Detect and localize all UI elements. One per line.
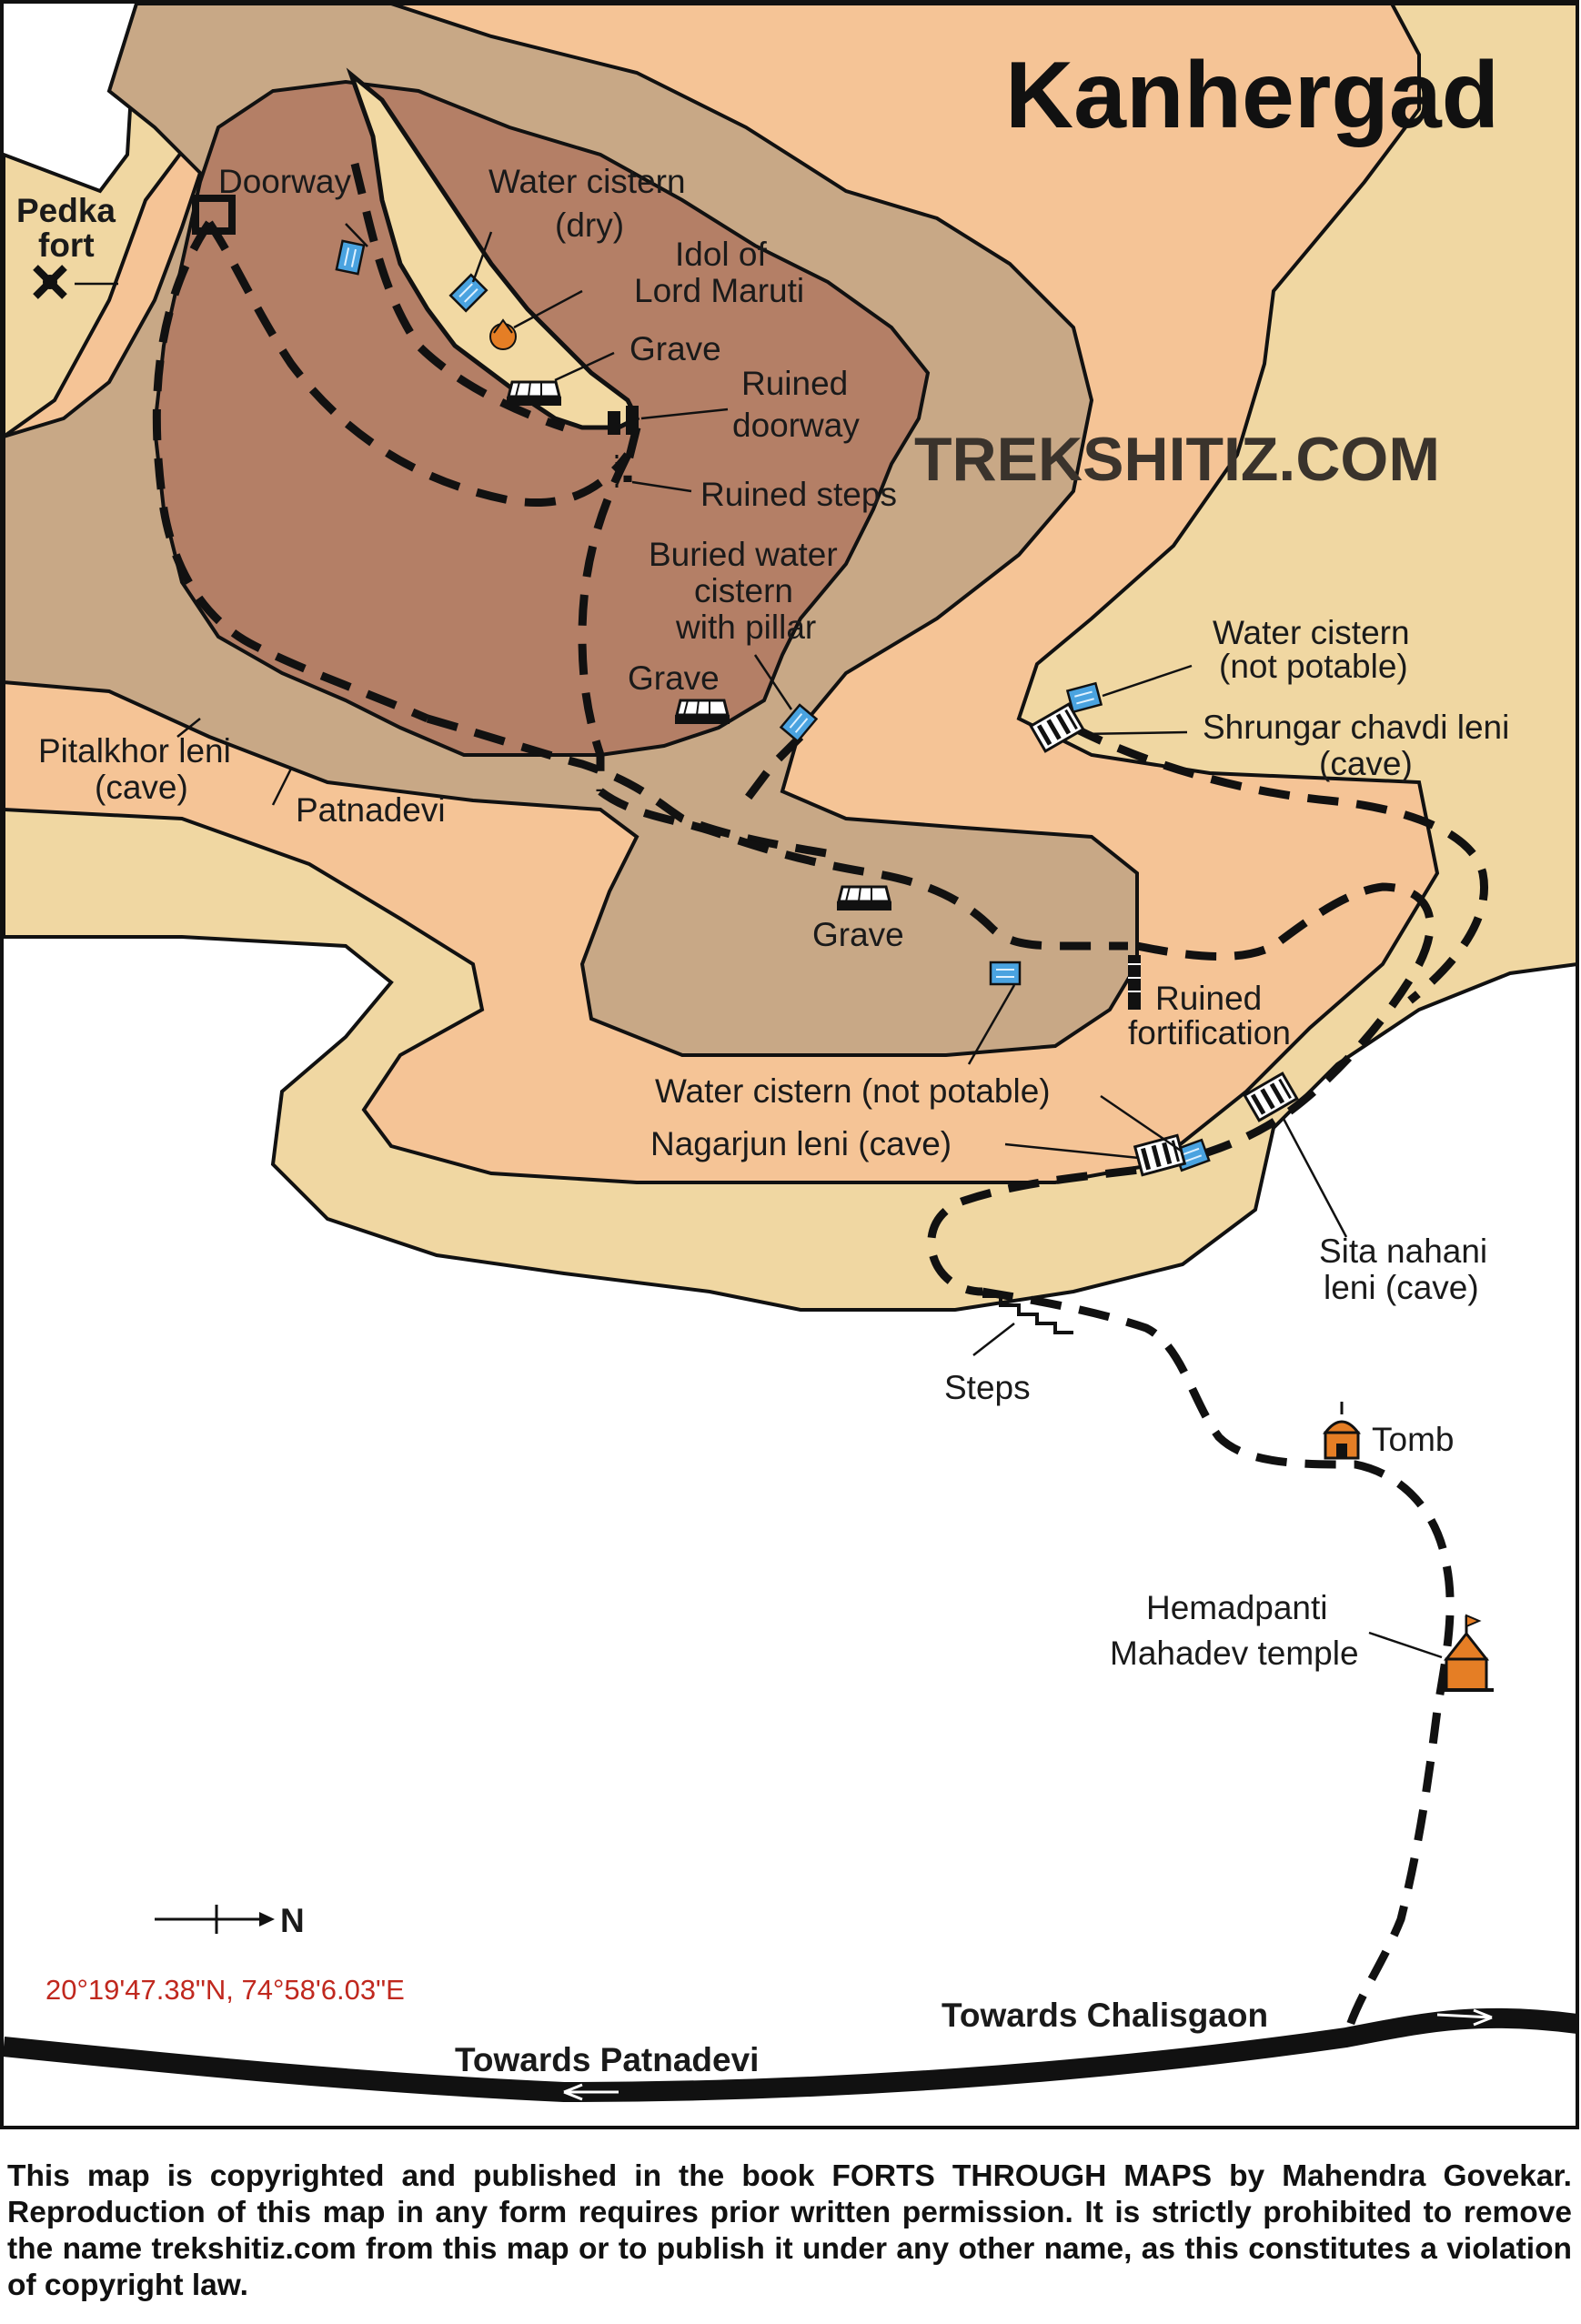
north-label: N xyxy=(280,1902,305,1939)
label-idol: Idol of xyxy=(675,236,768,273)
road-arrow-icon xyxy=(563,2083,619,2101)
road xyxy=(2,2007,1579,2103)
temple-icon xyxy=(1439,1614,1494,1692)
ruined-fortification-icon xyxy=(1128,955,1141,1010)
grave-icon xyxy=(835,885,893,912)
pedka-fort-icon xyxy=(33,265,67,299)
label-ruined-fortification: Ruined xyxy=(1155,980,1262,1017)
watermark: TREKSHITIZ.COM xyxy=(914,425,1440,494)
cistern-icon xyxy=(989,961,1022,986)
label-towards-chalisgaon: Towards Chalisgaon xyxy=(942,1997,1268,2034)
leader-lines xyxy=(75,223,1443,1659)
label-buried-cistern: cistern xyxy=(694,572,793,609)
coordinates: 20°19'47.38"N, 74°58'6.03"E xyxy=(45,1974,405,2006)
label-shrungar-chavdi: (cave) xyxy=(1319,745,1413,782)
label-water-cistern-low: Water cistern (not potable) xyxy=(655,1072,1051,1110)
label-water-cistern-not-potable: (not potable) xyxy=(1219,648,1408,685)
label-pitalkhor: (cave) xyxy=(95,769,188,806)
label-buried-cistern: Buried water xyxy=(649,536,838,573)
label-idol: Lord Maruti xyxy=(634,272,804,309)
map-title: Kanhergad xyxy=(1005,43,1499,148)
label-pedka-fort: Pedka xyxy=(16,192,116,229)
steps-icon xyxy=(982,1294,1073,1334)
label-nagarjun-leni: Nagarjun leni (cave) xyxy=(650,1125,952,1162)
trails xyxy=(152,162,1488,2039)
label-grave: Grave xyxy=(812,916,904,953)
cistern-icon xyxy=(335,239,366,276)
label-ruined-doorway: Ruined xyxy=(741,365,848,402)
grave-icon xyxy=(505,380,563,407)
idol-icon xyxy=(489,318,517,350)
label-sita-nahani: Sita nahani xyxy=(1319,1232,1487,1270)
label-water-cistern-not-potable: Water cistern xyxy=(1213,614,1410,651)
map-labels: Pedka fort Doorway Water cistern (dry) I… xyxy=(16,163,1509,2078)
road-arrow-icon xyxy=(1436,2008,1493,2027)
north-arrow: N xyxy=(155,1902,305,1939)
label-patnadevi: Patnadevi xyxy=(296,791,446,829)
tomb-icon xyxy=(1322,1402,1362,1460)
doorway-icon xyxy=(192,195,236,235)
label-ruined-fortification: fortification xyxy=(1128,1014,1291,1051)
label-ruined-doorway: doorway xyxy=(732,407,860,444)
label-doorway: Doorway xyxy=(218,163,351,200)
label-towards-patnadevi: Towards Patnadevi xyxy=(455,2041,759,2078)
label-grave: Grave xyxy=(629,330,721,367)
label-sita-nahani: leni (cave) xyxy=(1324,1269,1479,1306)
label-hemadpanti-temple: Hemadpanti xyxy=(1146,1589,1328,1626)
label-steps: Steps xyxy=(944,1369,1031,1406)
grave-icon xyxy=(673,699,731,726)
label-pitalkhor: Pitalkhor leni xyxy=(38,732,231,770)
label-ruined-steps: Ruined steps xyxy=(700,476,897,513)
label-shrungar-chavdi: Shrungar chavdi leni xyxy=(1203,709,1509,746)
label-grave: Grave xyxy=(628,659,720,697)
label-pedka-fort: fort xyxy=(38,226,95,264)
label-water-cistern-dry: Water cistern xyxy=(488,163,686,200)
ruined-steps-marker xyxy=(608,406,639,491)
label-hemadpanti-temple: Mahadev temple xyxy=(1110,1635,1359,1672)
copyright-notice: This map is copyrighted and published in… xyxy=(7,2159,1572,2302)
label-buried-cistern: with pillar xyxy=(675,609,816,646)
label-water-cistern-dry: (dry) xyxy=(555,206,624,244)
label-tomb: Tomb xyxy=(1372,1421,1454,1458)
